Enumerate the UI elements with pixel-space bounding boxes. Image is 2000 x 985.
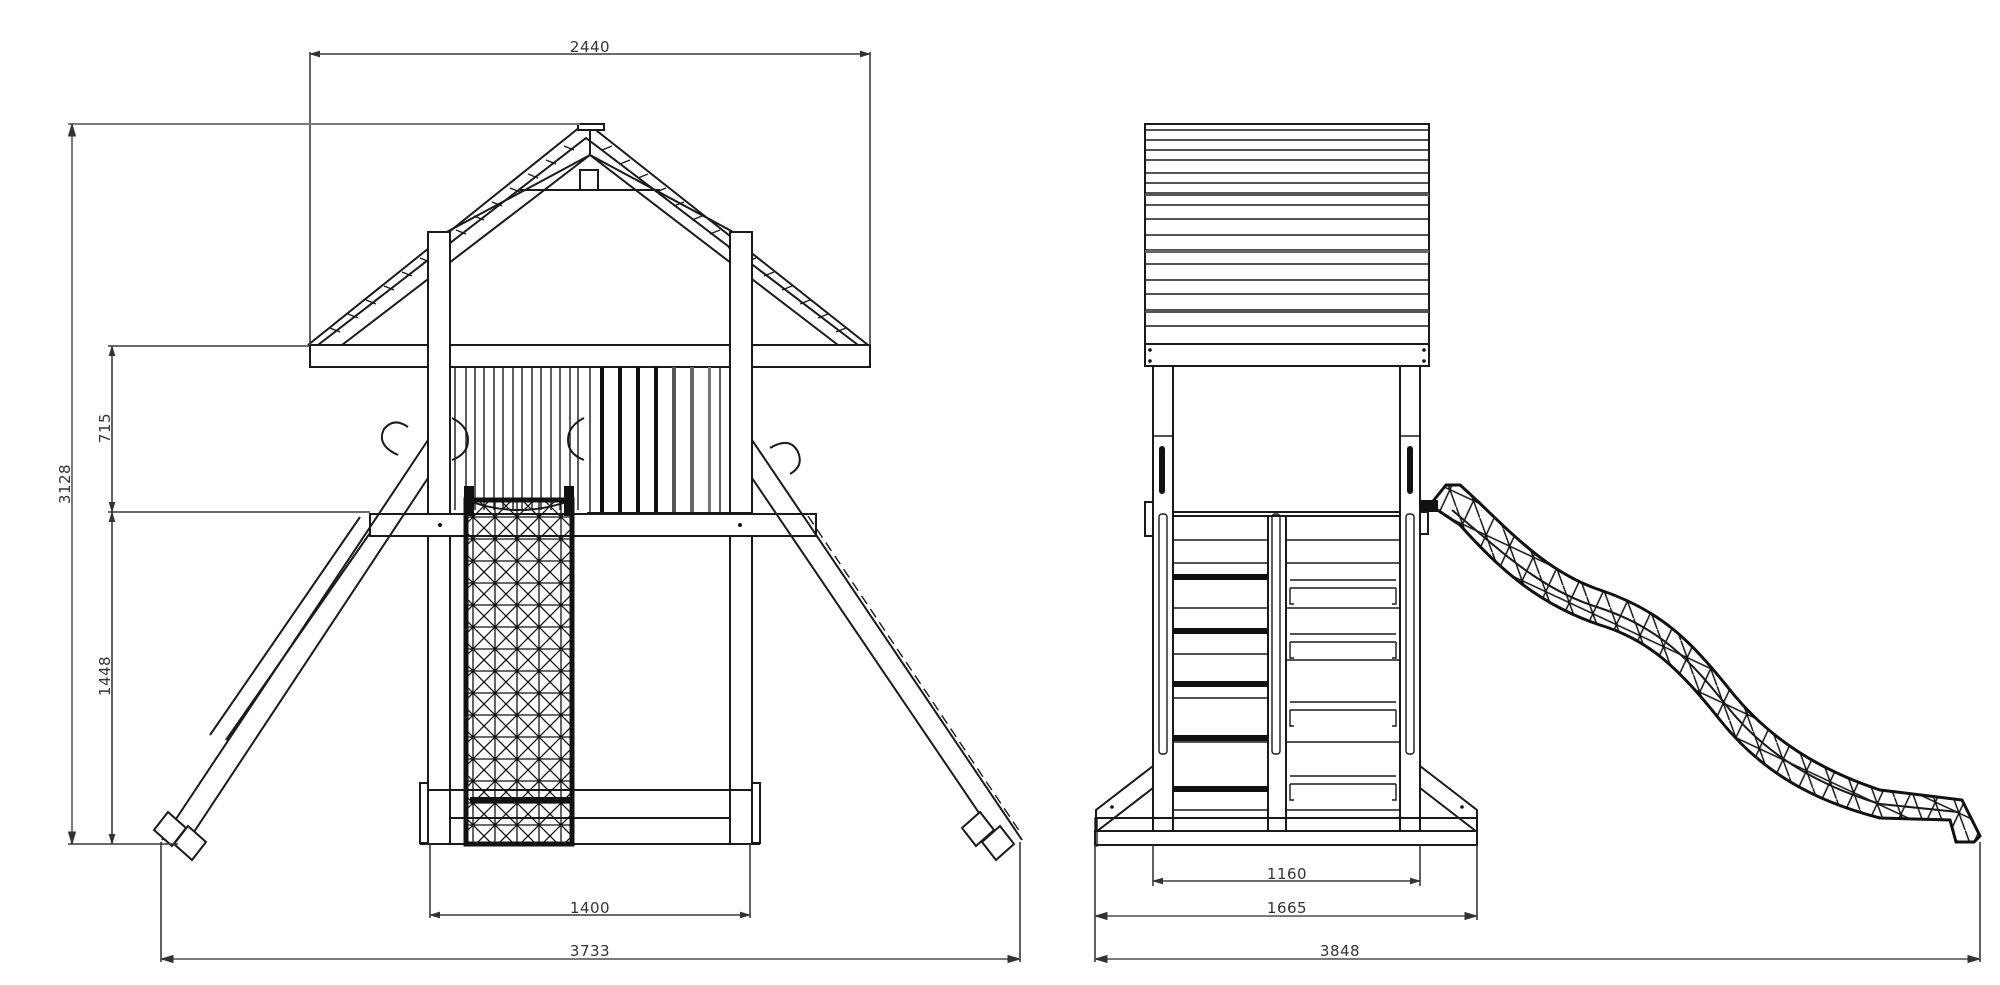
dim-roof-width: 2440: [570, 38, 610, 56]
dim-overall-width: 3733: [570, 942, 610, 960]
handle-icon: [1159, 446, 1165, 494]
handle-icon: [451, 417, 470, 461]
roof-shingles-left: [329, 145, 575, 333]
dim-base-width: 1665: [1267, 899, 1307, 917]
tube-slide: [463, 486, 575, 847]
front-view: 2440 3128 715 1448 1400 3733: [56, 38, 1023, 964]
climbing-ramp-right: [751, 439, 1023, 862]
roof-side-beam: [1144, 343, 1430, 367]
ladder-steps-right: [1286, 539, 1400, 811]
gable-roof: [307, 123, 871, 368]
handle-icon: [1407, 446, 1413, 494]
side-base: [1094, 765, 1478, 847]
wall-slats: [454, 367, 579, 510]
dim-post-spacing: 1160: [1267, 865, 1307, 883]
side-posts: [1152, 365, 1421, 845]
climbing-ramp-left: [152, 421, 429, 862]
roof-shingles-right: [601, 145, 847, 333]
dim-total-height: 3128: [56, 464, 74, 504]
platform-beam: [369, 513, 817, 537]
dim-wall-height: 715: [96, 413, 114, 443]
dim-tower-base-width: 1400: [570, 899, 610, 917]
wall-slats-dark: [589, 367, 721, 513]
handle-icon: [769, 441, 801, 475]
front-dimensions: 2440 3128 715 1448 1400 3733: [56, 38, 1022, 964]
wave-slide: [1419, 483, 1982, 844]
dim-overall-length: 3848: [1320, 942, 1360, 960]
climbing-wall-dark-rungs: [1173, 574, 1268, 792]
dim-platform-height: 1448: [96, 656, 114, 696]
handle-icon: [566, 417, 585, 461]
climbing-wall-left: [1173, 539, 1268, 811]
roof-side-panel: [1144, 123, 1430, 367]
handle-icon: [380, 421, 409, 456]
side-dimensions: 1160 1665 3848: [1093, 842, 1982, 964]
roof-beam: [309, 344, 871, 368]
side-view: 1160 1665 3848: [1093, 123, 1982, 964]
roof-vent: [579, 169, 599, 191]
